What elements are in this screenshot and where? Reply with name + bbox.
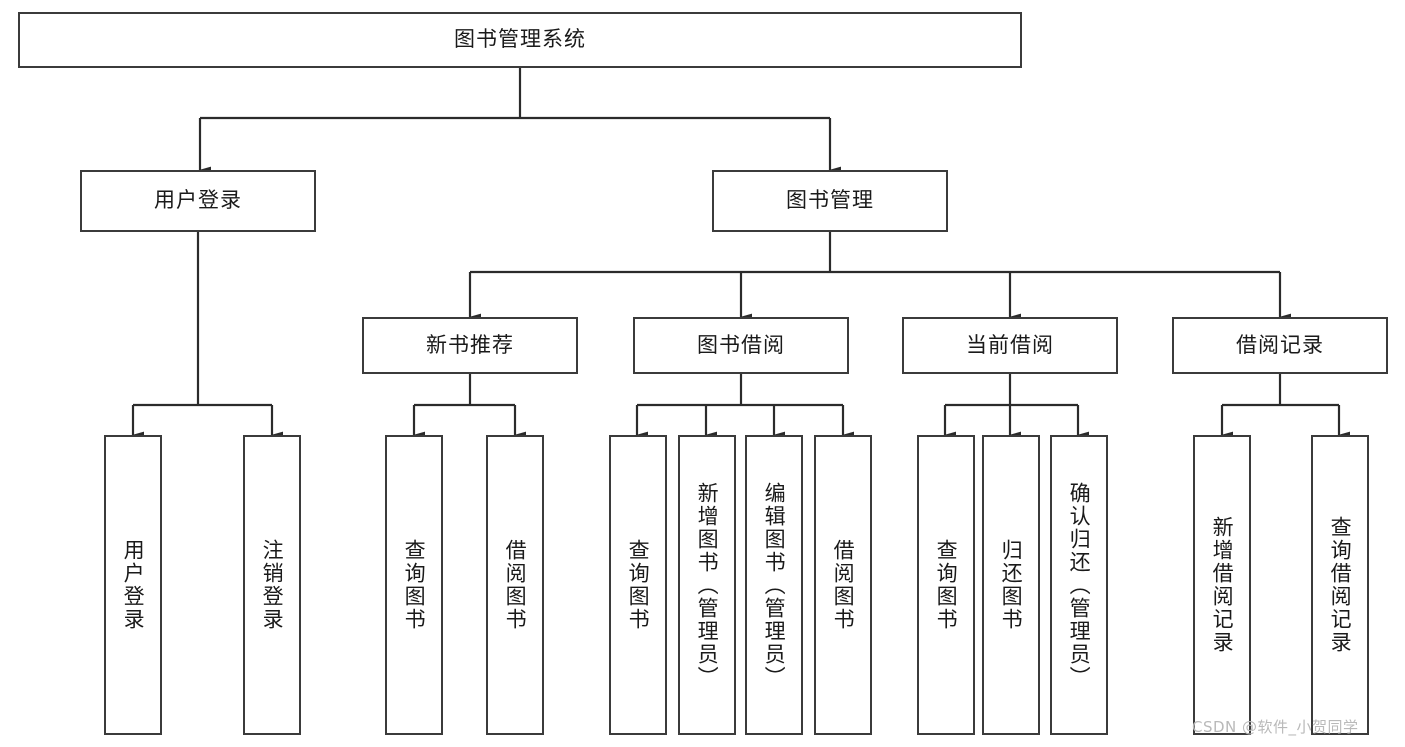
leaf-label: 归还图书 [999,539,1024,631]
leaf-borrow-books-newbook[interactable]: 借阅图书 [486,435,544,735]
leaf-label: 新增图书（管理员） [695,481,720,689]
leaf-return-books[interactable]: 归还图书 [982,435,1040,735]
leaf-logout[interactable]: 注销登录 [243,435,301,735]
leaf-confirm-return-admin[interactable]: 确认归还（管理员） [1050,435,1108,735]
leaf-query-books-newbook[interactable]: 查询图书 [385,435,443,735]
leaf-add-book-admin[interactable]: 新增图书（管理员） [678,435,736,735]
leaf-query-books-current[interactable]: 查询图书 [917,435,975,735]
leaf-label: 查询图书 [402,539,427,631]
leaf-label: 借阅图书 [831,539,856,631]
node-root[interactable]: 图书管理系统 [18,12,1022,68]
node-current-borrow[interactable]: 当前借阅 [902,317,1118,374]
node-borrow-records[interactable]: 借阅记录 [1172,317,1388,374]
leaf-label: 用户登录 [121,539,146,631]
leaf-borrow-books[interactable]: 借阅图书 [814,435,872,735]
leaf-query-borrow-record[interactable]: 查询借阅记录 [1311,435,1369,735]
leaf-add-borrow-record[interactable]: 新增借阅记录 [1193,435,1251,735]
leaf-label: 查询借阅记录 [1328,516,1353,654]
node-user-login[interactable]: 用户登录 [80,170,316,232]
leaf-label: 查询图书 [626,539,651,631]
node-book-management[interactable]: 图书管理 [712,170,948,232]
node-book-borrow[interactable]: 图书借阅 [633,317,849,374]
leaf-user-login[interactable]: 用户登录 [104,435,162,735]
leaf-query-books-borrow[interactable]: 查询图书 [609,435,667,735]
leaf-label: 注销登录 [260,539,285,631]
leaf-label: 确认归还（管理员） [1067,481,1092,689]
leaf-label: 借阅图书 [503,539,528,631]
csdn-watermark: CSDN @软件_小贺同学 [1192,718,1359,736]
leaf-edit-book-admin[interactable]: 编辑图书（管理员） [745,435,803,735]
node-new-book-recommend[interactable]: 新书推荐 [362,317,578,374]
leaf-label: 新增借阅记录 [1210,516,1235,654]
leaf-label: 查询图书 [934,539,959,631]
leaf-label: 编辑图书（管理员） [762,481,787,689]
